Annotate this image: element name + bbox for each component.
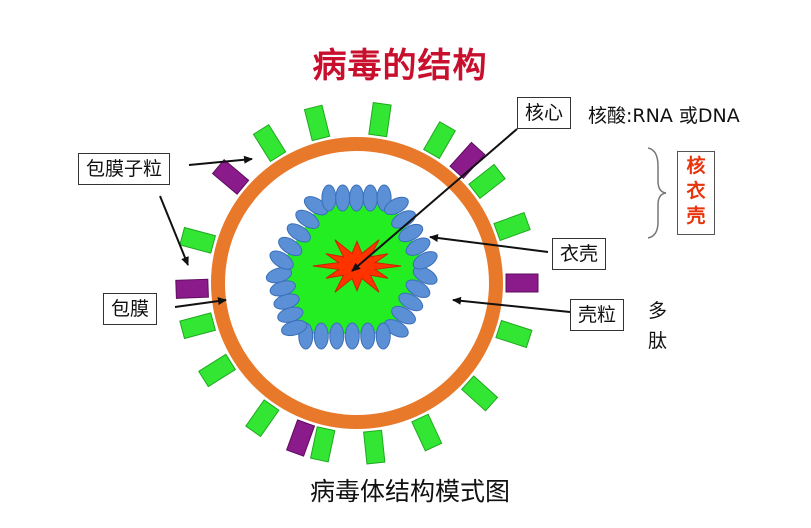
leader-capsid	[429, 234, 549, 253]
label-nucleocapsid-text: 核衣壳	[686, 155, 706, 227]
leader-peplomer-2	[159, 195, 189, 266]
capsomere	[295, 209, 320, 229]
leader-peplomer	[188, 155, 253, 166]
peplomer-spike	[363, 429, 386, 465]
capsomere	[265, 267, 293, 284]
leader-capsomere	[452, 296, 571, 313]
peplomer-spike	[493, 211, 531, 242]
leader-envelope	[174, 297, 227, 308]
capsomere	[412, 266, 438, 285]
peplomer-spike-purple	[211, 159, 250, 195]
label-nucleic-acid: 核酸:RNA 或DNA	[588, 105, 740, 127]
capsomere	[391, 210, 417, 229]
leader-core	[351, 128, 518, 272]
peplomer-spike-purple	[505, 273, 539, 293]
label-peplomer: 包膜子粒	[78, 153, 171, 185]
capsomere	[329, 322, 345, 350]
peplomer-spike	[198, 353, 237, 388]
diagram-title: 病毒的结构	[312, 46, 488, 86]
peplomer-spike	[411, 413, 443, 452]
peplomer-spike	[245, 399, 280, 438]
capsomere	[286, 223, 311, 243]
peplomer-spike	[461, 375, 499, 412]
label-capsid: 衣壳	[552, 238, 607, 270]
capsomere	[313, 322, 329, 350]
label-polypeptide-text: 多肽	[648, 300, 668, 352]
capsomere	[383, 196, 409, 216]
peplomer-spike-purple	[175, 278, 209, 299]
peplomer-spike	[309, 426, 336, 463]
capsomere-layer	[265, 184, 438, 350]
capsomere	[344, 322, 360, 350]
capsomere	[303, 196, 329, 216]
capsomere	[278, 236, 303, 257]
label-core: 核心	[517, 97, 572, 129]
label-polypeptide: 多肽	[648, 296, 670, 356]
peplomer-spike	[423, 121, 456, 160]
diagram-caption: 病毒体结构模式图	[309, 477, 510, 506]
capsomere	[360, 322, 376, 350]
capsomere	[398, 223, 424, 243]
capsomere	[349, 184, 364, 212]
capsomere	[412, 251, 438, 270]
peplomer-spike	[468, 163, 506, 200]
peplomer-spike	[368, 101, 392, 138]
capsomere	[398, 292, 424, 312]
capsomere	[269, 250, 294, 270]
peplomer-spike	[179, 226, 217, 254]
label-nucleocapsid: 核衣壳	[677, 151, 715, 235]
peplomer-spike	[179, 312, 217, 340]
capsomere	[391, 305, 416, 325]
label-envelope: 包膜	[103, 293, 158, 325]
peplomer-spike-purple	[285, 419, 316, 457]
peplomer-spike	[303, 104, 331, 142]
peplomer-spikes	[175, 101, 539, 465]
peplomer-spike	[495, 319, 533, 349]
label-capsomere: 壳粒	[570, 299, 625, 331]
capsomere	[335, 184, 351, 212]
capsomere	[405, 279, 431, 299]
capsomere	[321, 184, 337, 212]
nucleocapsid-brace	[647, 147, 667, 239]
capsomere	[375, 322, 391, 350]
peplomer-spike	[252, 124, 287, 163]
capsomere	[362, 184, 378, 212]
